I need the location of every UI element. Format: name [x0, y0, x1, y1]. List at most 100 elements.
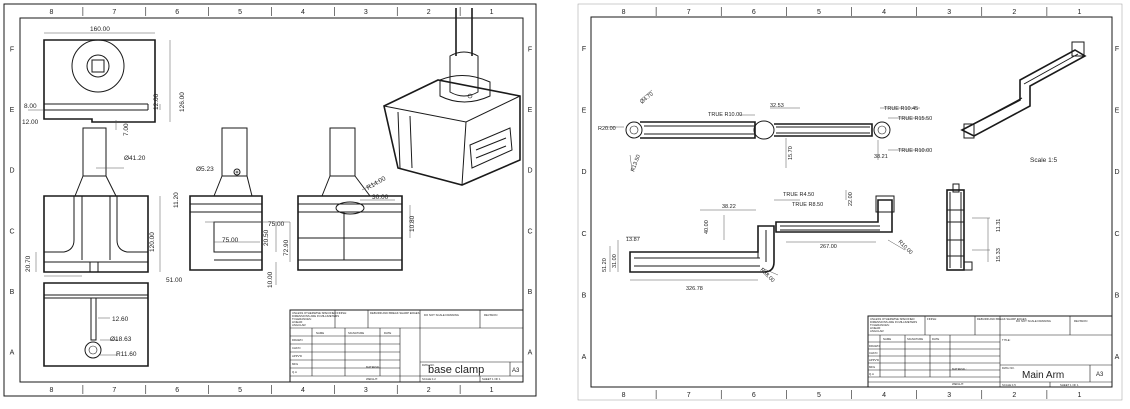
left-sheet-inner-border: [19, 17, 524, 383]
dim-r-s: 51.20: [602, 258, 608, 272]
left-sheet-zone-row-right-5: A: [528, 350, 533, 357]
dim-r-l: TRUE R8.50: [792, 202, 823, 208]
right-sheet-zone-row-left-5: A: [582, 354, 587, 361]
right-sheet-zone-row-right-0: F: [1115, 46, 1119, 53]
right-tb-weight: WEIGHT:: [952, 382, 964, 386]
dim-bottom-radius: R11.60: [116, 351, 137, 358]
left-tb-revision: REVISION: [484, 313, 497, 317]
right-tb-col-date: DATE: [932, 337, 939, 341]
left-title-block: [289, 309, 524, 383]
left-sheet-zone-col-bottom-1: 7: [112, 387, 116, 394]
right-sheet-zone-row-right-5: A: [1115, 354, 1120, 361]
right-sheet-zone-col-bottom-3: 5: [817, 392, 821, 399]
dim-r-q: R10.00: [897, 239, 914, 256]
back-view: [297, 127, 411, 271]
right-sheet-outer-border: [577, 3, 1123, 401]
dim-top-inner: 12.00: [153, 93, 160, 110]
dim-r-g: TRUE R10.45: [884, 106, 918, 112]
right-sheet-zone-col-bottom-5: 3: [947, 392, 951, 399]
left-sheet-zone-col-bottom-2: 6: [175, 387, 179, 394]
right-tb-revision: REVISION: [1074, 319, 1087, 323]
dim-back-radius: R14.00: [366, 175, 388, 192]
dim-bottom-a: 12.60: [112, 316, 129, 323]
right-tb-col-name: NAME: [883, 337, 891, 341]
left-sheet-zone-col-top-2: 6: [175, 9, 179, 16]
arm-side-view: [609, 190, 906, 281]
left-sheet-zone-row-left-3: C: [9, 228, 14, 235]
dim-bottom-b: Ø18.63: [110, 336, 132, 343]
isometric-view: [383, 8, 521, 186]
dim-r-h: TRUE R15.50: [898, 116, 932, 122]
left-tb-dwg-no: DWG NO.: [422, 363, 435, 367]
right-tb-sheet: SHEET 1 OF 1: [1060, 383, 1079, 387]
left-sheet-zone-col-bottom-5: 3: [364, 387, 368, 394]
left-sheet-zone-col-top-0: 8: [49, 9, 53, 16]
dim-r-t: 31.00: [612, 254, 618, 268]
left-sheet-zone-row-right-2: D: [527, 168, 532, 175]
left-sheet-zone-row-left-5: A: [10, 350, 15, 357]
dim-r-n: 22.00: [848, 192, 854, 206]
right-tb-material: MATERIAL:: [952, 367, 967, 371]
right-sheet-zone-row-right-2: D: [1114, 169, 1119, 176]
dim-front-dia: Ø41.20: [124, 155, 146, 162]
right-tb-row-chkd: CHK'D: [869, 351, 877, 355]
right-tb-row-appvd: APPV'D: [869, 358, 879, 362]
left-tb-scale: SCALE:1:2: [422, 377, 436, 381]
right-sheet-zone-row-left-4: B: [582, 293, 587, 300]
left-sheet-zone-col-top-3: 5: [238, 9, 242, 16]
right-tb-finish: FINISH:: [927, 317, 937, 321]
right-sheet-zone-col-top-4: 4: [882, 9, 886, 16]
right-tb-row-qa: Q.A: [869, 372, 874, 376]
left-sheet-zone-row-right-0: F: [528, 46, 532, 53]
right-tb-note-0: UNLESS OTHERWISE SPECIFIED:: [870, 317, 915, 321]
right-sheet-zone-col-top-1: 7: [687, 9, 691, 16]
right-tb-row-drawn: DRAWN: [869, 344, 879, 348]
right-sheet-zone-col-top-5: 3: [947, 9, 951, 16]
left-tb-row-mfg: MFG: [292, 362, 298, 366]
left-sheet-zone-row-left-1: E: [10, 107, 15, 114]
right-title-block-text: UNLESS OTHERWISE SPECIFIED: DIMENSIONS A…: [869, 317, 1087, 387]
right-sheet-zone-row-left-0: F: [582, 46, 586, 53]
left-tb-material: MATERIAL:: [366, 365, 381, 369]
dim-back-height: 10.80: [409, 215, 416, 232]
right-sheet-zone-col-top-3: 5: [817, 9, 821, 16]
dim-r-p: 267.00: [820, 244, 837, 250]
left-tb-dont-scale: DO NOT SCALE DRAWING: [424, 313, 459, 317]
dim-r-m: 38.22: [722, 204, 736, 210]
left-tb-deburr: DEBURR AND BREAK SHARP EDGES: [370, 311, 420, 315]
arm-front-view: [946, 183, 990, 271]
left-sheet-zone-col-top-6: 2: [427, 9, 431, 16]
dim-back-width: 30.00: [372, 194, 389, 201]
arm-isometric-view: [960, 41, 1087, 139]
left-tb-col-signature: SIGNATURE: [348, 331, 364, 335]
right-tb-note-2: TOLERANCES:: [870, 323, 890, 327]
dim-side-hole: Ø5.23: [196, 166, 214, 173]
dim-r-e: 32.53: [770, 103, 784, 109]
dim-r-f: 15.70: [788, 146, 794, 160]
right-sheet-zone-col-bottom-1: 7: [687, 392, 691, 399]
left-tb-row-appvd: APPV'D: [292, 354, 302, 358]
right-sheet-zone-row-left-3: C: [581, 231, 586, 238]
top-view: [28, 32, 171, 130]
right-tb-row-mfg: MFG: [869, 365, 875, 369]
bottom-view: [43, 282, 149, 367]
right-tb-scale: SCALE:1:5: [1002, 383, 1016, 387]
dim-top-height: 126.00: [179, 92, 186, 112]
right-sheet-zone-col-bottom-4: 4: [882, 392, 886, 399]
left-sheet-zone-col-bottom-0: 8: [49, 387, 53, 394]
left-title-block-text: UNLESS OTHERWISE SPECIFIED: DIMENSIONS A…: [292, 311, 501, 381]
dim-r-i: 38.21: [874, 154, 888, 160]
right-sheet-zone-col-top-6: 2: [1012, 9, 1016, 16]
dim-top-left: 8.00: [24, 103, 37, 110]
dim-side-d: 20.50: [263, 229, 270, 246]
dim-r-o: 40.00: [704, 220, 710, 234]
right-sheet-zone-row-right-3: C: [1114, 231, 1119, 238]
left-tb-row-qa: Q.A: [292, 370, 297, 374]
right-title-block: [867, 315, 1113, 388]
left-sheet-zone-col-bottom-4: 4: [301, 387, 305, 394]
dim-side-e: 72.90: [283, 239, 290, 256]
